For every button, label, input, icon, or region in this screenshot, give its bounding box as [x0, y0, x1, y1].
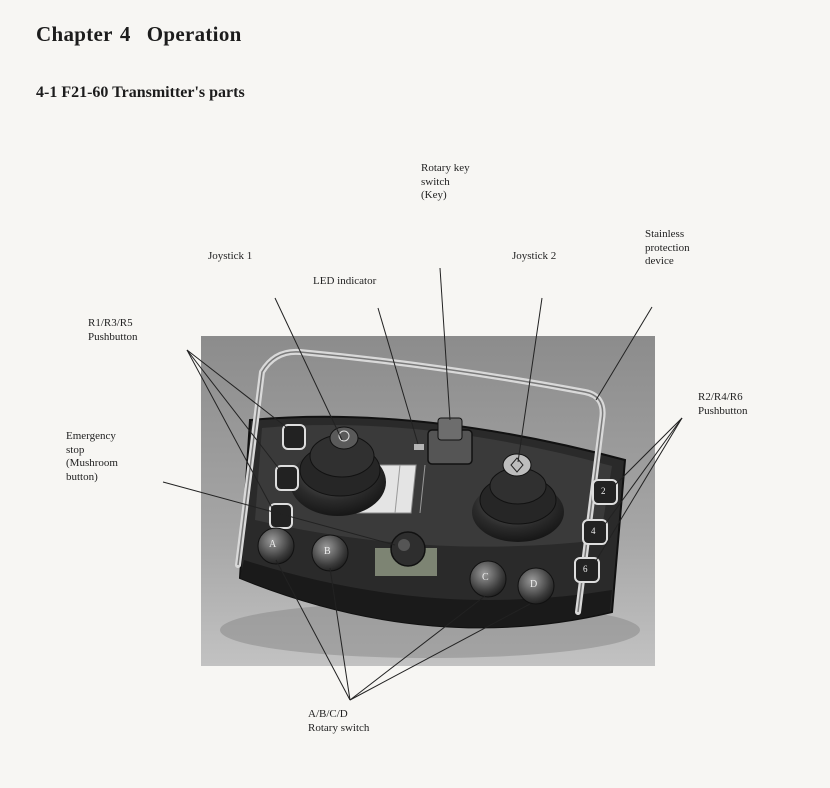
- callout-r1-r3-r5-pushbutton: R1/R3/R5 Pushbutton: [88, 317, 138, 343]
- pushbutton-r6: [574, 557, 600, 583]
- left-pushbuttons: [269, 424, 306, 529]
- pushbutton-glyph-r4: 4: [591, 526, 596, 536]
- leader-lines: [162, 267, 683, 701]
- callout-rotary-key-switch: Rotary key switch (Key): [421, 162, 470, 201]
- callout-r2-r4-r6-pushbutton: R2/R4/R6 Pushbutton: [698, 391, 748, 417]
- transmitter-front-lip: [240, 560, 612, 628]
- chapter-title: Operation: [146, 22, 242, 46]
- chapter-number: Chapter 4: [36, 22, 131, 46]
- joystick-1-cap: [329, 426, 359, 450]
- callout-joystick-1: Joystick 1: [208, 250, 253, 262]
- pushbutton-r3: [275, 465, 299, 491]
- pushbutton-r5: [269, 503, 293, 529]
- callout-led-indicator: LED indicator: [313, 275, 377, 287]
- rotary-glyph-d: D: [530, 579, 538, 590]
- rotary-glyph-c: C: [482, 572, 489, 583]
- section-heading: 4-1 F21-60 Transmitter's parts: [36, 84, 245, 101]
- rotary-key: [437, 417, 463, 441]
- callout-stainless-protection-device: Stainless protection device: [645, 228, 690, 267]
- pushbutton-glyph-r6: 6: [583, 564, 588, 574]
- rotary-glyph-a: A: [269, 539, 277, 550]
- pushbutton-r1: [282, 424, 306, 450]
- led-indicator: [414, 444, 424, 450]
- callout-joystick-2: Joystick 2: [512, 250, 557, 262]
- pushbutton-r4: [582, 519, 608, 545]
- chapter-heading: Chapter 4 Operation: [36, 22, 242, 47]
- rotary-glyph-b: B: [324, 546, 331, 557]
- pushbutton-r2: [592, 479, 618, 505]
- rotary-switch-c: [469, 560, 507, 598]
- pushbutton-glyph-r2: 2: [601, 486, 606, 496]
- callout-emergency-stop: Emergency stop (Mushroom button): [66, 430, 118, 483]
- rotary-switch-d: [517, 567, 555, 605]
- callout-rotary-switch: A/B/C/D Rotary switch: [308, 708, 370, 734]
- joystick-2-cap: [502, 453, 532, 477]
- rotary-switch-a: [257, 527, 295, 565]
- right-pushbuttons: [574, 479, 618, 583]
